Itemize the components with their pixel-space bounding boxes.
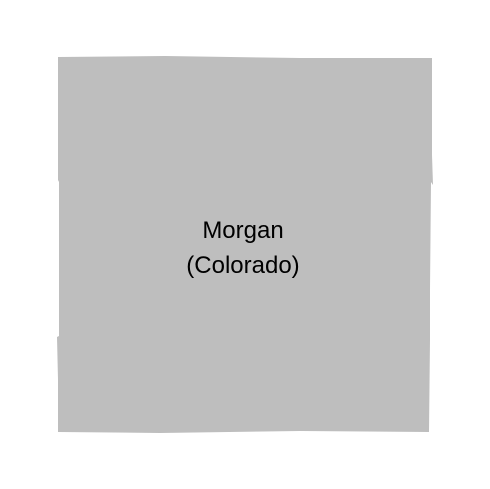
state-name-label: (Colorado)	[186, 252, 299, 279]
county-name-label: Morgan	[202, 217, 283, 244]
county-shape-morgan	[57, 56, 433, 433]
